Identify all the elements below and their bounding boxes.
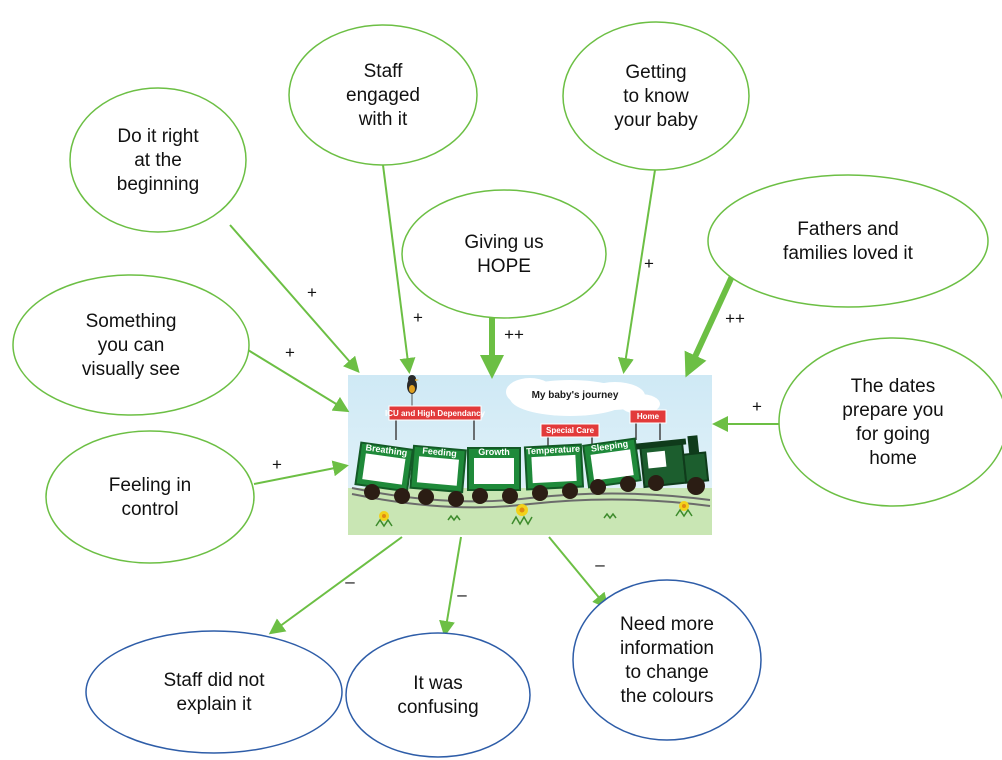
locomotive (635, 435, 710, 489)
staff-not-explain-arrow (268, 536, 403, 635)
staff-not-explain-text-line: Staff did not (163, 670, 265, 691)
dates-prepare-text-line: prepare you (842, 400, 943, 421)
do-it-right-ellipse (69, 87, 247, 233)
getting-to-know-bubble: Getting to know your baby (562, 21, 750, 171)
staff-not-explain-bubble: Staff did not explain it (85, 630, 343, 754)
confusing-text-line: confusing (397, 697, 478, 718)
getting-to-know-text-line: your baby (614, 110, 698, 131)
fathers-families-text-line: Fathers and (797, 219, 898, 240)
staff-engaged-bubble: Staff engaged with it (288, 24, 478, 166)
baby-journey-train-image: My baby's journey ICU and High Dependanc… (348, 375, 712, 535)
arrows-layer (229, 164, 779, 637)
carriage-feeding: Feeding (409, 444, 467, 494)
confusing-arrow (439, 536, 462, 637)
getting-to-know-sign: + (644, 254, 654, 273)
need-info-arrow (548, 536, 609, 610)
feeling-control-text-line: Feeling in (109, 475, 191, 496)
staff-engaged-text-line: engaged (346, 85, 420, 106)
do-it-right-sign: + (307, 283, 317, 302)
carriage-growth: Growth (467, 447, 521, 491)
staff-engaged-arrow (382, 164, 416, 374)
need-info-text-line: to change (625, 662, 708, 683)
visually-see-text-line: visually see (82, 359, 180, 380)
carriage-temperature: Temperature (523, 443, 585, 491)
carriage-temperature-label: Temperature (526, 444, 580, 457)
fathers-families-ellipse (707, 174, 989, 308)
staff-engaged-text-line: with it (358, 109, 408, 130)
staff-engaged-sign: + (413, 308, 423, 327)
giving-hope-bubble: Giving us HOPE (401, 189, 607, 319)
do-it-right-text-line: Do it right (117, 126, 199, 147)
fathers-families-bubble: Fathers and families loved it (707, 174, 989, 308)
sign-home: Home (629, 409, 667, 440)
do-it-right-text-line: at the (134, 150, 182, 171)
confusing-bubble: It was confusing (345, 632, 531, 758)
visually-see-ellipse (12, 274, 250, 416)
bird-graphic (407, 375, 419, 408)
staff-not-explain-ellipse (85, 630, 343, 754)
carriage-growth-label: Growth (478, 447, 510, 457)
cloud-graphic: My baby's journey (506, 378, 660, 416)
dates-prepare-text-line: for going (856, 424, 930, 445)
dates-prepare-sign: + (752, 397, 762, 416)
feeling-control-ellipse (45, 430, 255, 564)
fathers-families-text-line: families loved it (783, 243, 914, 264)
giving-hope-sign: ++ (504, 325, 524, 344)
need-info-bubble: Need more information to change the colours (572, 579, 762, 741)
daffodil-flowers (375, 501, 693, 528)
staff-engaged-ellipse (288, 24, 478, 166)
getting-to-know-arrow (617, 169, 656, 374)
dates-prepare-text-line: The dates (851, 376, 936, 397)
train-wheels (364, 475, 705, 507)
sign-home-text: Home (637, 412, 660, 421)
confusing-ellipse (345, 632, 531, 758)
journey-title: My baby's journey (532, 390, 619, 401)
sign-special-care-text: Special Care (546, 426, 595, 435)
staff-not-explain-text-line: explain it (177, 694, 253, 715)
confusing-sign: – (457, 585, 467, 604)
sign-icu: ICU and High Dependancy (385, 405, 486, 440)
do-it-right-text-line: beginning (117, 174, 199, 195)
fathers-families-arrow (684, 270, 737, 378)
do-it-right-arrow (229, 224, 360, 374)
staff-not-explain-sign: – (345, 572, 355, 591)
getting-to-know-text-line: Getting (625, 62, 686, 83)
visually-see-arrow (247, 349, 350, 413)
feeling-control-sign: + (272, 455, 282, 474)
carriage-feeding-label: Feeding (422, 446, 457, 459)
giving-hope-text-line: Giving us (464, 232, 543, 253)
staff-engaged-text-line: Staff (364, 61, 403, 82)
carriage-sleeping: Sleeping (582, 437, 642, 489)
need-info-text-line: Need more (620, 614, 714, 635)
feeling-control-text-line: control (121, 499, 178, 520)
giving-hope-ellipse (401, 189, 607, 319)
need-info-text-line: the colours (621, 686, 714, 707)
visually-see-bubble: Something you can visually see (12, 274, 250, 416)
need-info-sign: – (595, 555, 605, 574)
bubbles-layer: Staff engaged with it Getting to know your ba… (12, 21, 1002, 758)
need-info-text-line: information (620, 638, 714, 659)
confusing-text-line: It was (413, 673, 463, 694)
visually-see-sign: + (285, 343, 295, 362)
visually-see-text-line: Something (86, 311, 177, 332)
signs-layer: ++++++++++––– (272, 254, 762, 604)
fathers-families-sign: ++ (725, 309, 745, 328)
feeling-control-arrow (253, 460, 349, 485)
sign-icu-text: ICU and High Dependancy (385, 409, 486, 418)
giving-hope-text-line: HOPE (477, 256, 531, 277)
dates-prepare-text-line: home (869, 448, 917, 469)
visually-see-text-line: you can (98, 335, 165, 356)
feeling-control-bubble: Feeling in control (45, 430, 255, 564)
do-it-right-bubble: Do it right at the beginning (69, 87, 247, 233)
need-info-ellipse (572, 579, 762, 741)
getting-to-know-text-line: to know (623, 86, 689, 107)
dates-prepare-bubble: The dates prepare you for going home (778, 337, 1002, 507)
getting-to-know-ellipse (562, 21, 750, 171)
carriage-breathing: Breathing (354, 441, 414, 493)
dates-prepare-ellipse (778, 337, 1002, 507)
